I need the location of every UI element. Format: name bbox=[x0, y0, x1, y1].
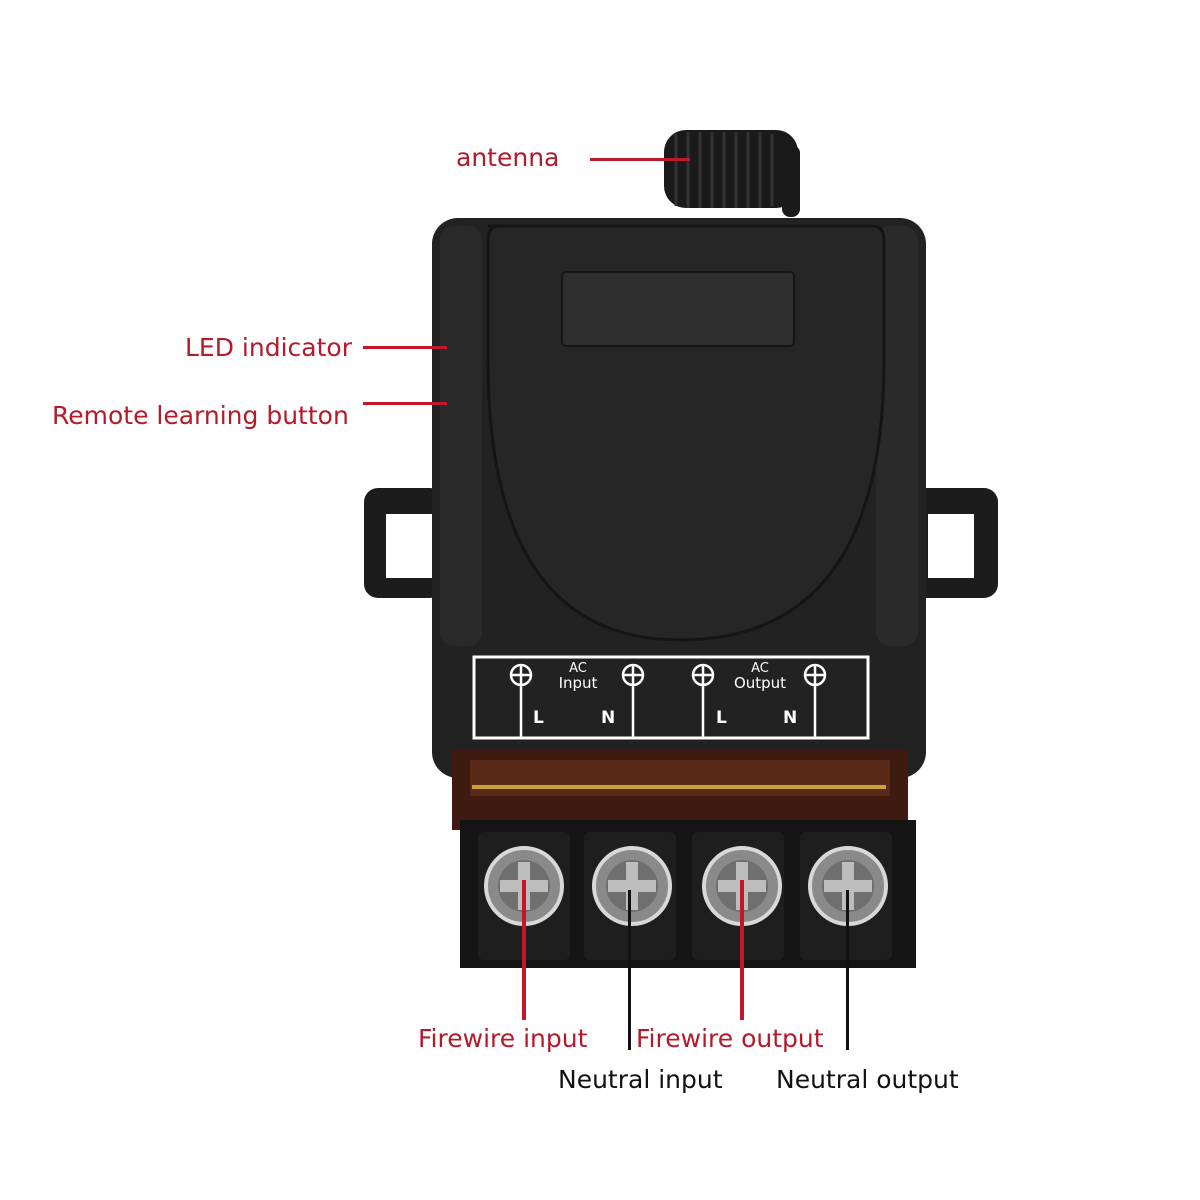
terminal-panel bbox=[472, 655, 870, 740]
callout-antenna: antenna bbox=[456, 143, 560, 172]
input-n-label: N bbox=[601, 708, 616, 728]
output-n-label: N bbox=[783, 708, 798, 728]
callout-learning-button: Remote learning button bbox=[52, 401, 349, 430]
mounting-ear-right bbox=[912, 488, 998, 598]
leader-line-neutral-output bbox=[846, 890, 849, 1050]
callout-led-indicator: LED indicator bbox=[185, 333, 352, 362]
ac-output-line2: Output bbox=[733, 674, 787, 692]
callout-neutral-output: Neutral output bbox=[776, 1065, 959, 1094]
callout-neutral-input: Neutral input bbox=[558, 1065, 723, 1094]
leader-line-learning-button bbox=[363, 402, 447, 405]
ac-input-heading: AC Input bbox=[548, 661, 608, 692]
ac-output-heading: AC Output bbox=[720, 661, 800, 692]
callout-firewire-input: Firewire input bbox=[418, 1024, 588, 1053]
callout-firewire-output: Firewire output bbox=[636, 1024, 824, 1053]
ac-input-line2: Input bbox=[558, 674, 598, 692]
antenna-coil bbox=[664, 130, 800, 217]
leader-line-firewire-input bbox=[522, 880, 526, 1020]
leader-line-antenna bbox=[590, 158, 690, 161]
ac-input-line1: AC bbox=[569, 661, 587, 676]
leader-line-led bbox=[363, 346, 447, 349]
mounting-ear-left bbox=[364, 488, 444, 598]
leader-line-firewire-output bbox=[740, 880, 744, 1020]
leader-line-neutral-input bbox=[628, 890, 631, 1050]
terminal-block bbox=[452, 750, 916, 968]
output-l-label: L bbox=[716, 708, 727, 728]
input-l-label: L bbox=[533, 708, 544, 728]
ac-output-line1: AC bbox=[751, 661, 769, 676]
label-window bbox=[561, 271, 795, 347]
